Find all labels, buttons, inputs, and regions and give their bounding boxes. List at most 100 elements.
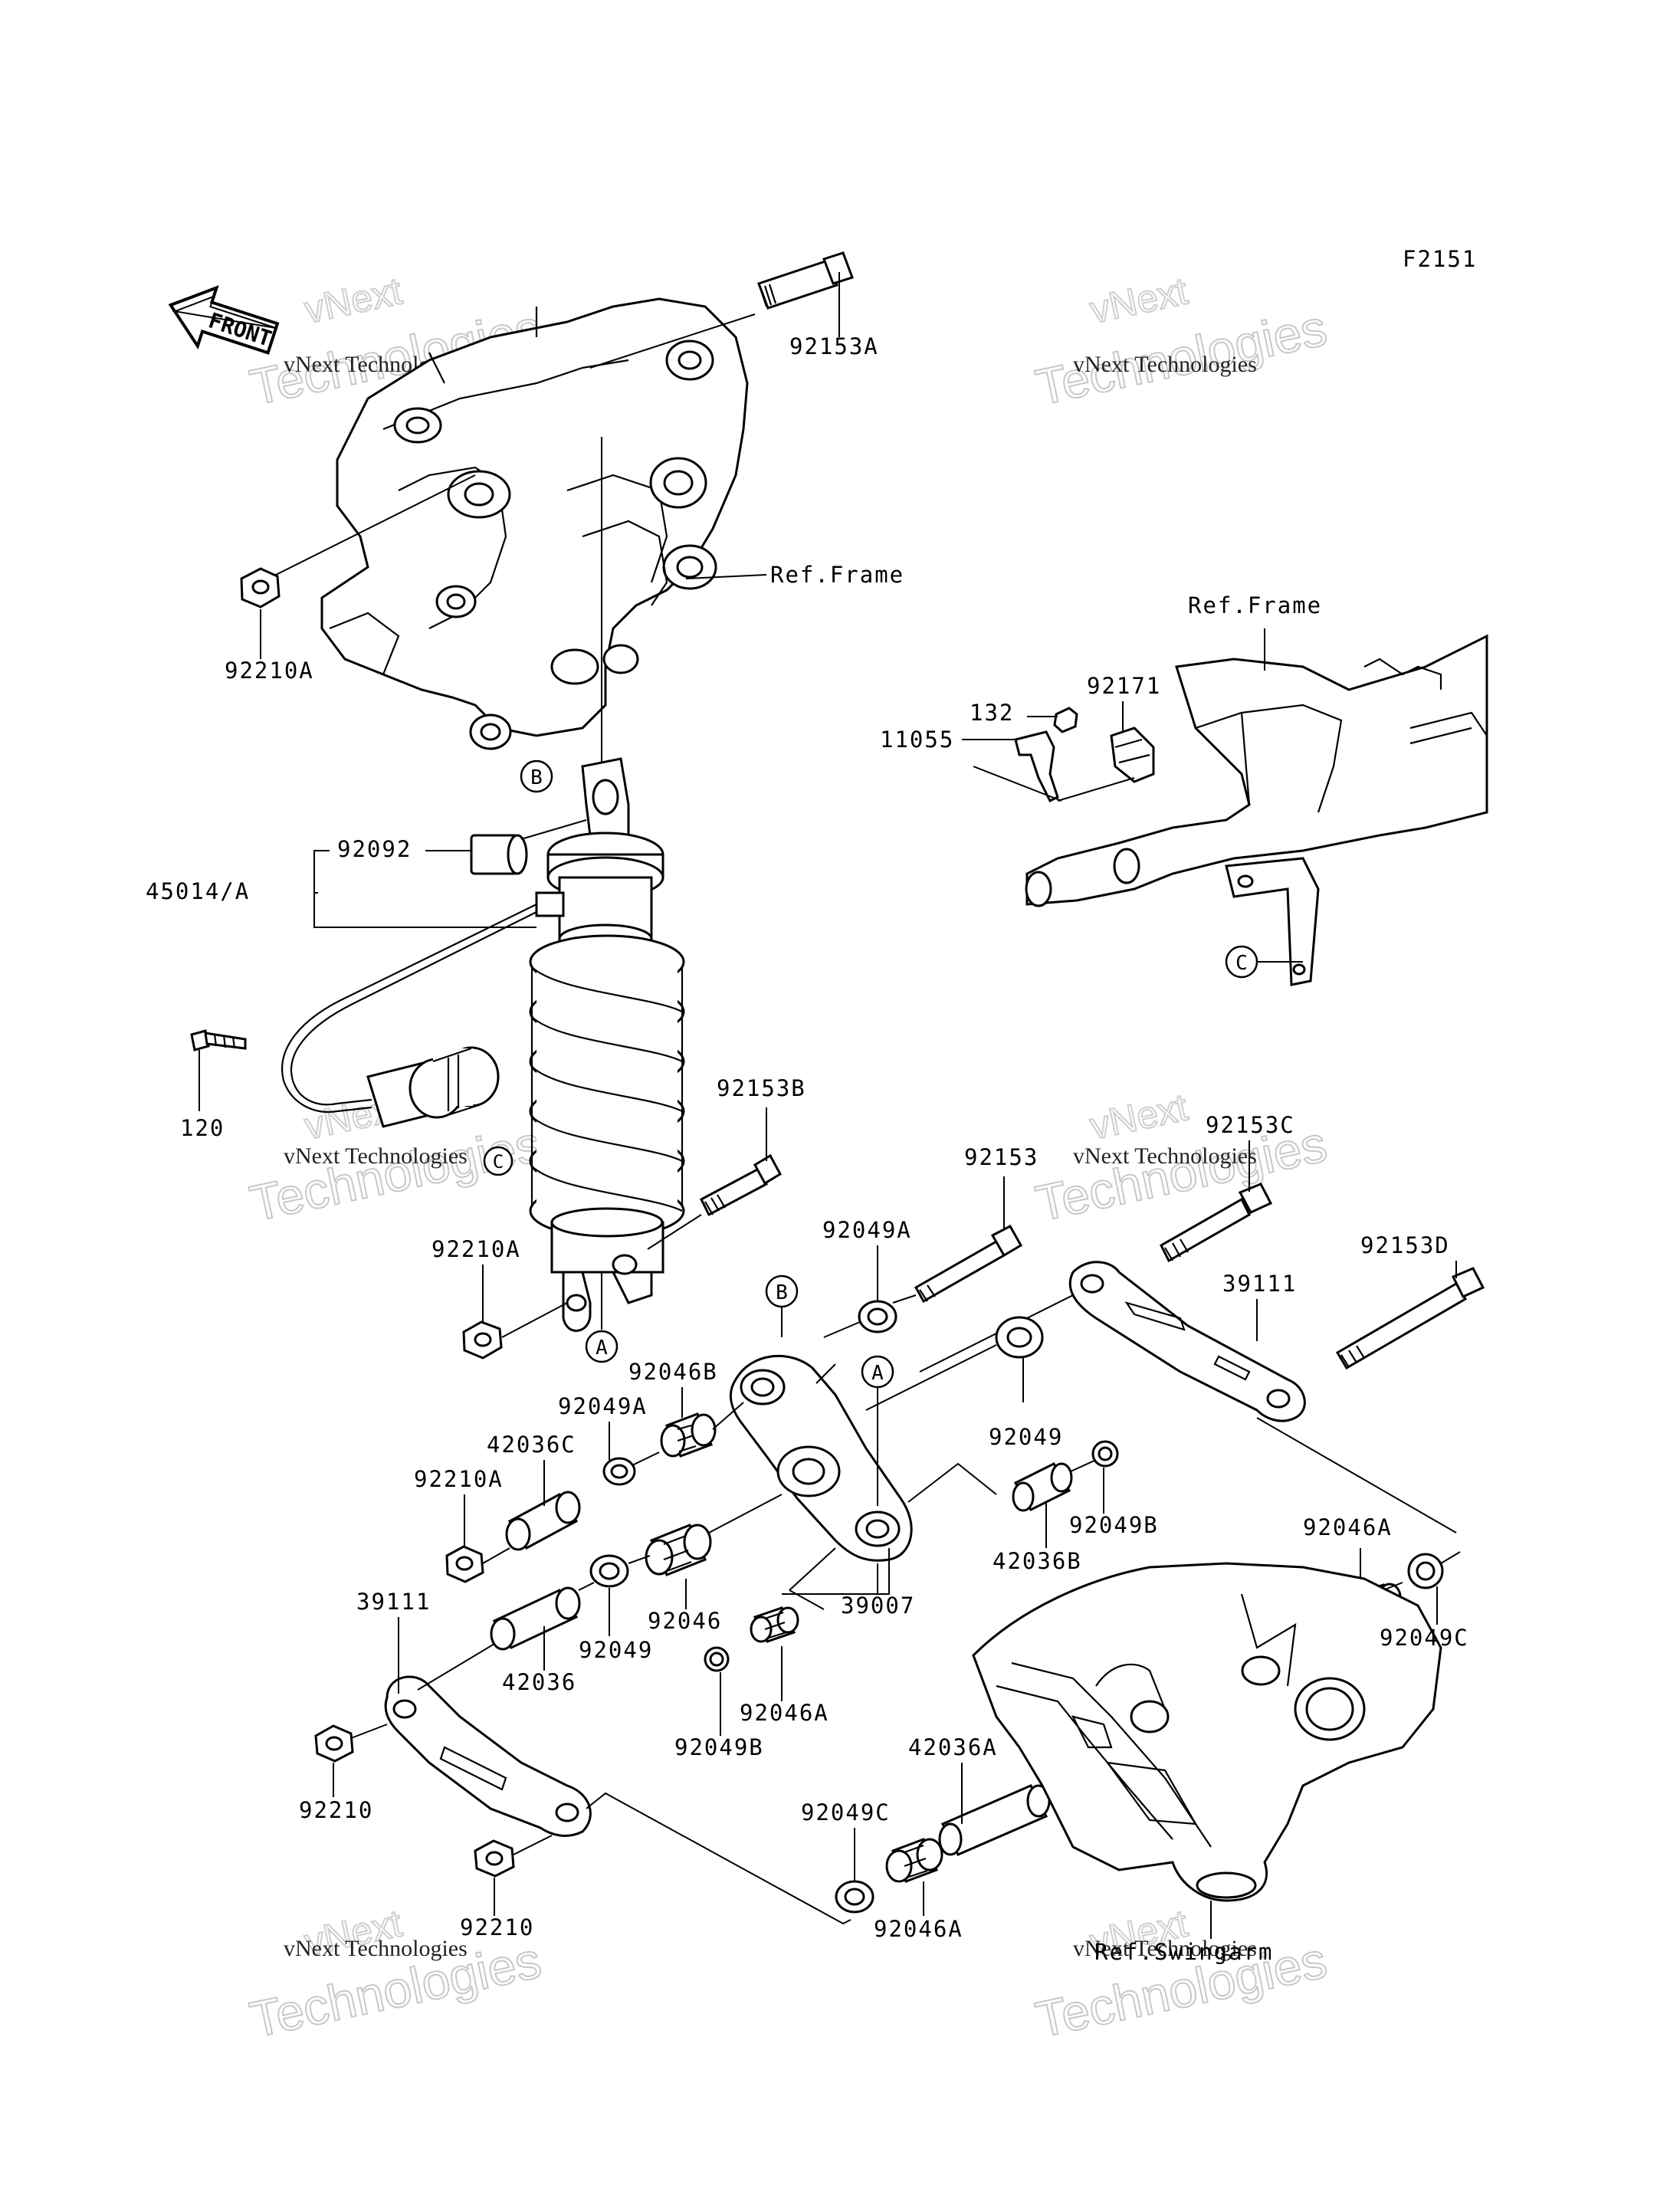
label-92049: 92049 [989, 1424, 1063, 1450]
sleeve-42036c [505, 1491, 581, 1551]
clamp-92171 [1110, 727, 1155, 783]
marker-c-frame: C [1225, 945, 1258, 979]
leader-line [1256, 1417, 1457, 1533]
leader-line [907, 1462, 997, 1503]
label-42036a: 42036A [908, 1734, 998, 1760]
label-120: 120 [180, 1115, 225, 1141]
label-92210-low: 92210 [460, 1914, 534, 1940]
leader-line [892, 1294, 917, 1304]
svg-text:A: A [596, 1337, 608, 1360]
leader-bracket [313, 850, 536, 928]
bolt-92153a [757, 251, 854, 310]
leader-line [685, 574, 767, 579]
nut-92210a-top [240, 567, 281, 608]
svg-text:B: B [776, 1281, 788, 1304]
watermark-vnext: vNext [1086, 1085, 1191, 1147]
leader-line [578, 1582, 595, 1591]
right-frame-drawing [1025, 634, 1488, 986]
sleeve-42036a [938, 1784, 1051, 1856]
bearing-92046b [660, 1412, 717, 1458]
ref-frame-right: Ref.Frame [1188, 592, 1322, 618]
label-92049b-right: 92049B [1069, 1512, 1159, 1538]
svg-text:A: A [871, 1362, 884, 1385]
reservoir-hose [281, 904, 537, 1128]
label-92153a: 92153A [789, 333, 879, 359]
leader-line [789, 1547, 836, 1610]
watermark-text: vNext Technologies [284, 1143, 468, 1169]
svg-text:B: B [530, 766, 543, 789]
label-42036: 42036 [502, 1669, 576, 1695]
label-92049c-low: 92049C [801, 1799, 891, 1825]
washer-92049 [995, 1316, 1044, 1359]
label-92049b-low: 92049B [674, 1734, 764, 1760]
label-92049c-right: 92049C [1380, 1625, 1469, 1651]
label-132: 132 [970, 700, 1014, 726]
watermark-text: vNext Technologies [1073, 1143, 1257, 1169]
label-92049-low: 92049 [579, 1637, 653, 1663]
label-92046a-right: 92046A [1303, 1514, 1393, 1540]
label-92049a-mid: 92049A [558, 1393, 648, 1419]
nut-92210a-low [445, 1545, 484, 1583]
bolt-92153c [1160, 1183, 1273, 1263]
leader-line [632, 1451, 660, 1466]
tie-rod-39111-left [384, 1675, 592, 1837]
label-92210a-top: 92210A [225, 658, 314, 684]
bolt-92153b [700, 1153, 783, 1217]
label-92210-left: 92210 [299, 1797, 373, 1823]
leader-line [520, 819, 587, 840]
label-92049a-top: 92049A [822, 1217, 912, 1243]
collar-92092 [470, 834, 528, 875]
leader-line [1070, 1459, 1097, 1472]
label-92153: 92153 [964, 1144, 1039, 1170]
leader-line [586, 1792, 851, 1925]
label-11055: 11055 [880, 727, 954, 753]
front-arrow-icon: FRONT [168, 285, 280, 355]
bolt-92153d [1335, 1267, 1485, 1370]
ref-frame-top: Ref.Frame [770, 562, 904, 588]
label-92046: 92046 [648, 1608, 722, 1634]
watermark-text: vNext Technologies [1073, 1936, 1257, 1961]
washer-92049c-right [1407, 1553, 1444, 1589]
washer-92049b-low [704, 1646, 730, 1672]
leader-line [1440, 1551, 1461, 1564]
tie-rod-39111-right [1068, 1261, 1306, 1422]
svg-text:C: C [493, 1151, 504, 1173]
upper-frame-drawing [320, 297, 749, 750]
label-92153b: 92153B [717, 1075, 806, 1101]
washer-92049b-right [1091, 1440, 1119, 1468]
leader-line [647, 1214, 702, 1250]
label-45014a: 45014/A [146, 878, 250, 904]
marker-b-top: B [520, 759, 553, 793]
bolt-92153 [914, 1224, 1023, 1304]
leader-line [589, 313, 756, 369]
svg-text:C: C [1235, 952, 1248, 975]
leader-line [815, 1363, 836, 1384]
washer-92049a-top [858, 1300, 897, 1333]
nut-92210a-mid [462, 1320, 503, 1360]
label-92046a-mid: 92046A [740, 1700, 829, 1726]
shock-absorber-45014 [529, 757, 685, 1332]
bolt-132 [1053, 707, 1078, 733]
bearing-92046 [645, 1524, 712, 1576]
label-42036b: 42036B [993, 1548, 1082, 1574]
ref-swingarm: Ref.Swingarm [1094, 1939, 1274, 1965]
bearing-92046a-low [885, 1838, 943, 1883]
leader-line [865, 1344, 997, 1411]
leader-line [513, 1835, 553, 1855]
watermark-text: vNext Technologies [1073, 352, 1257, 377]
leader-line [628, 1555, 651, 1564]
label-92153d: 92153D [1360, 1232, 1450, 1258]
bearing-92046a-mid [750, 1606, 799, 1643]
label-39007: 39007 [841, 1593, 915, 1619]
sleeve-42036 [490, 1586, 581, 1651]
watermark-text: vNext Technologies [284, 1936, 468, 1961]
leader-line [712, 1402, 744, 1430]
washer-92049c-low [835, 1880, 874, 1914]
label-92171: 92171 [1087, 673, 1161, 699]
leader-line [501, 1302, 568, 1338]
label-92153c: 92153C [1206, 1112, 1295, 1138]
washer-92049a-mid [602, 1457, 636, 1486]
label-92210a-mid: 92210A [431, 1236, 521, 1262]
leader-line [823, 1321, 861, 1338]
bolt-120 [190, 1029, 247, 1051]
